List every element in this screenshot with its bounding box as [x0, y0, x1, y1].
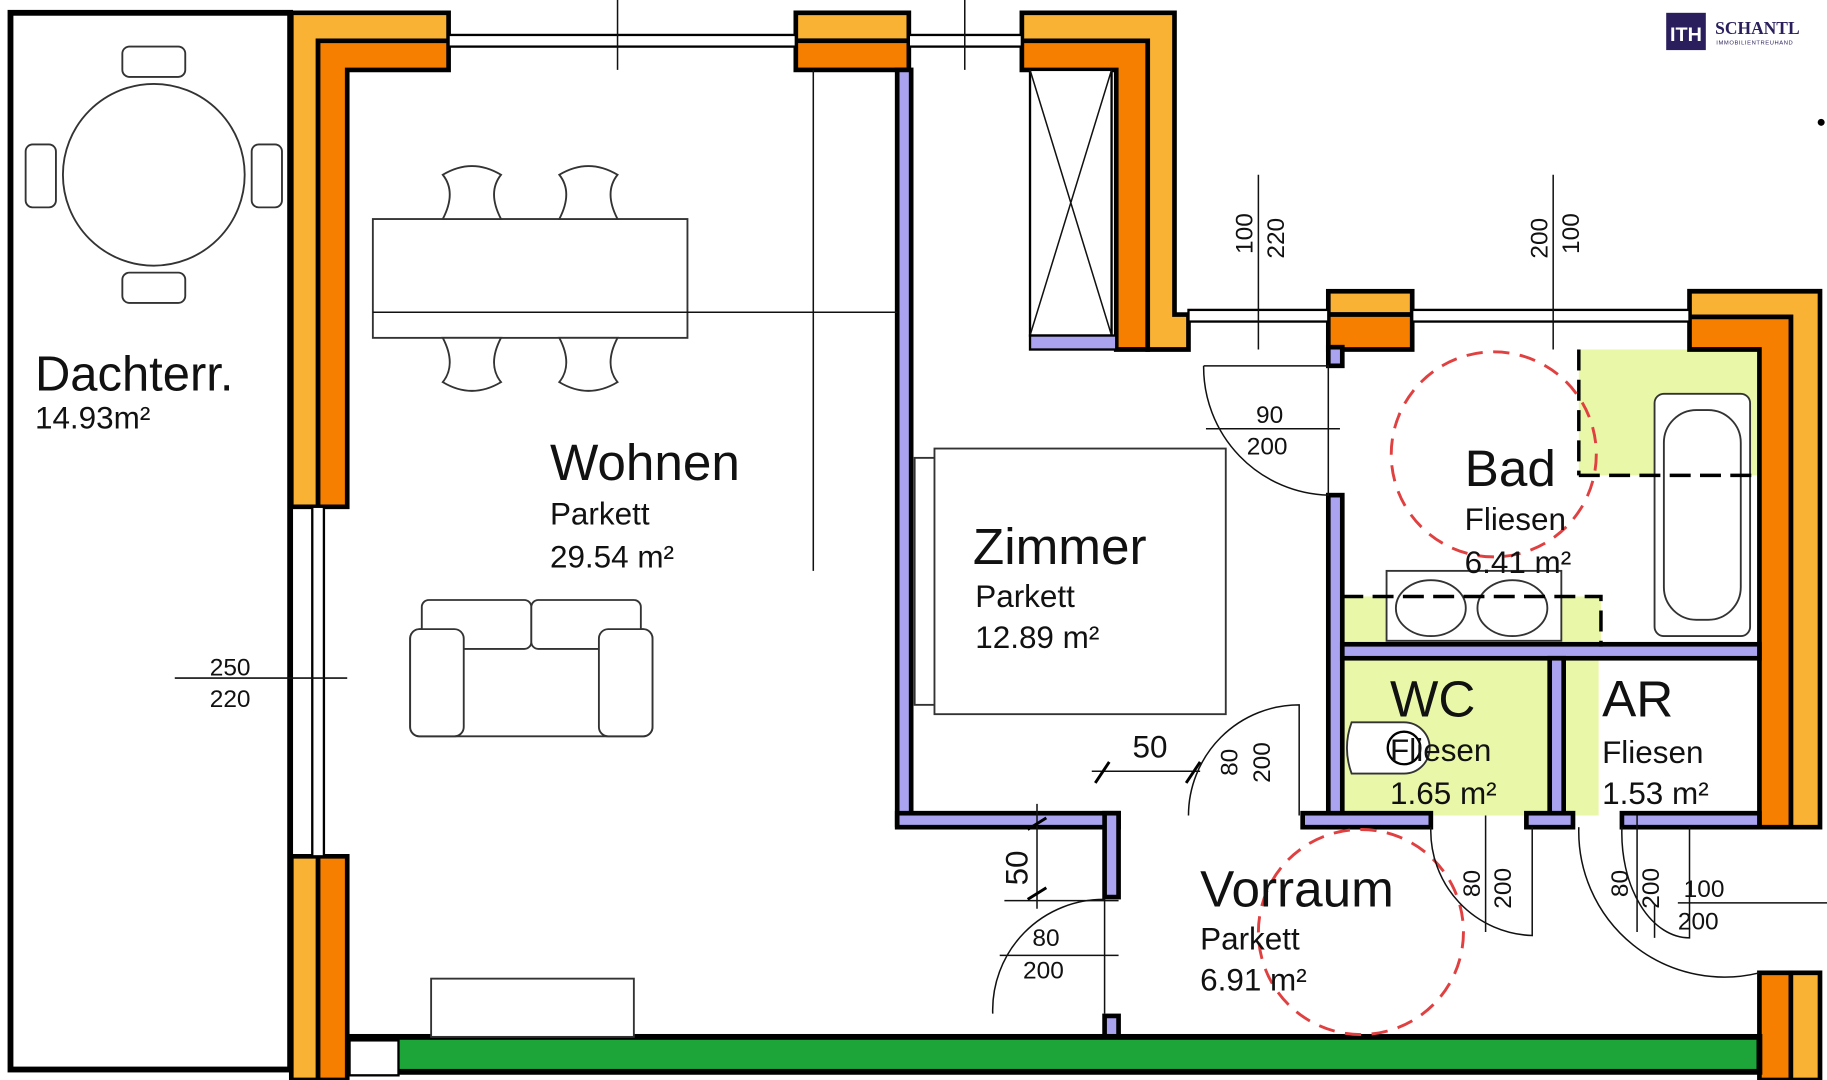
room-floor: Fliesen — [1602, 735, 1703, 770]
room-hall: Vorraum Parkett 6.91 m² — [1200, 860, 1394, 997]
dim-top-right-a: 200 — [1526, 218, 1553, 259]
dimension-lines — [174, 0, 1827, 957]
room-floor: Fliesen — [1390, 733, 1491, 768]
company-logo: ITH SCHANTL IMMOBILIENTREUHAND — [1666, 12, 1800, 51]
dim-ar-door-width: 80 — [1607, 870, 1634, 897]
logo-name: SCHANTL — [1715, 18, 1799, 38]
dim-room-door-width: 80 — [1216, 749, 1243, 776]
room-wc: WC Fliesen 1.65 m² — [1390, 671, 1497, 811]
green-wall — [346, 1033, 1763, 1075]
outer-walls — [288, 10, 1823, 1080]
dim-bath-door-height: 200 — [1247, 433, 1288, 460]
dim-right-door-height: 200 — [1678, 909, 1719, 936]
room-floor: Fliesen — [1465, 502, 1566, 537]
room-area: 29.54 m² — [550, 539, 674, 574]
dim-ar-door-height: 200 — [1638, 868, 1665, 909]
terrace-name: Dachterr. — [35, 347, 233, 401]
room-name: Bad — [1465, 440, 1556, 497]
wardrobe — [1028, 68, 1118, 351]
dim-wc-door-height: 200 — [1490, 868, 1517, 909]
dim-bath-door-width: 90 — [1256, 402, 1283, 429]
dining-table — [371, 165, 689, 392]
room-area: 6.41 m² — [1465, 545, 1572, 580]
dim-entry-door-width: 80 — [1032, 925, 1059, 952]
dim-top-right-b: 100 — [1558, 213, 1585, 254]
room-floor: Parkett — [550, 496, 650, 531]
dim-window-left-height: 220 — [210, 686, 251, 713]
dim-wc-door-width: 80 — [1459, 870, 1486, 897]
interior-walls — [894, 67, 1762, 1043]
room-bath: Bad Fliesen 6.41 m² — [1465, 440, 1572, 580]
bathtub — [1653, 392, 1752, 638]
bed — [913, 447, 1227, 716]
dim-entry-door-height: 200 — [1023, 958, 1064, 985]
room-name: Wohnen — [550, 434, 740, 491]
room-area: 12.89 m² — [975, 620, 1099, 655]
sideboard — [430, 977, 635, 1038]
sinks — [1385, 569, 1563, 642]
terrace: Dachterr. 14.93m² — [7, 9, 294, 1073]
room-area: 1.53 m² — [1602, 776, 1709, 811]
room-floor: Parkett — [1200, 922, 1300, 957]
logo-subtitle: IMMOBILIENTREUHAND — [1716, 40, 1793, 46]
room-floor: Parkett — [975, 579, 1075, 614]
dim-wall-50: 50 — [1133, 729, 1168, 764]
doors — [991, 365, 1760, 1014]
dashed-markers — [1256, 349, 1760, 1037]
dim-top-mid-b: 220 — [1263, 218, 1290, 259]
sofa — [409, 599, 654, 738]
toilet — [1346, 721, 1431, 775]
room-area: 1.65 m² — [1390, 776, 1497, 811]
dim-top-mid-a: 100 — [1232, 213, 1259, 254]
room-name: AR — [1602, 671, 1673, 728]
room-name: WC — [1390, 671, 1475, 728]
dim-window-left-width: 250 — [210, 655, 251, 682]
dim-right-door-width: 100 — [1684, 876, 1725, 903]
logo-mark: ITH — [1670, 24, 1702, 46]
room-name: Zimmer — [973, 518, 1147, 575]
room-area: 6.91 m² — [1200, 962, 1307, 997]
round-table-with-chairs — [24, 45, 283, 304]
terrace-area: 14.93m² — [35, 401, 150, 436]
room-storage: AR Fliesen 1.53 m² — [1602, 671, 1709, 811]
room-living: Wohnen Parkett 29.54 m² — [550, 434, 740, 574]
dimension-labels: 250 220 100 220 200 100 90 200 50 50 80 … — [210, 213, 1725, 984]
room-bedroom: Zimmer Parkett 12.89 m² — [973, 518, 1147, 655]
dim-wall-50-vertical: 50 — [1000, 850, 1035, 885]
dim-room-door-height: 200 — [1249, 742, 1276, 783]
room-name: Vorraum — [1200, 860, 1394, 917]
